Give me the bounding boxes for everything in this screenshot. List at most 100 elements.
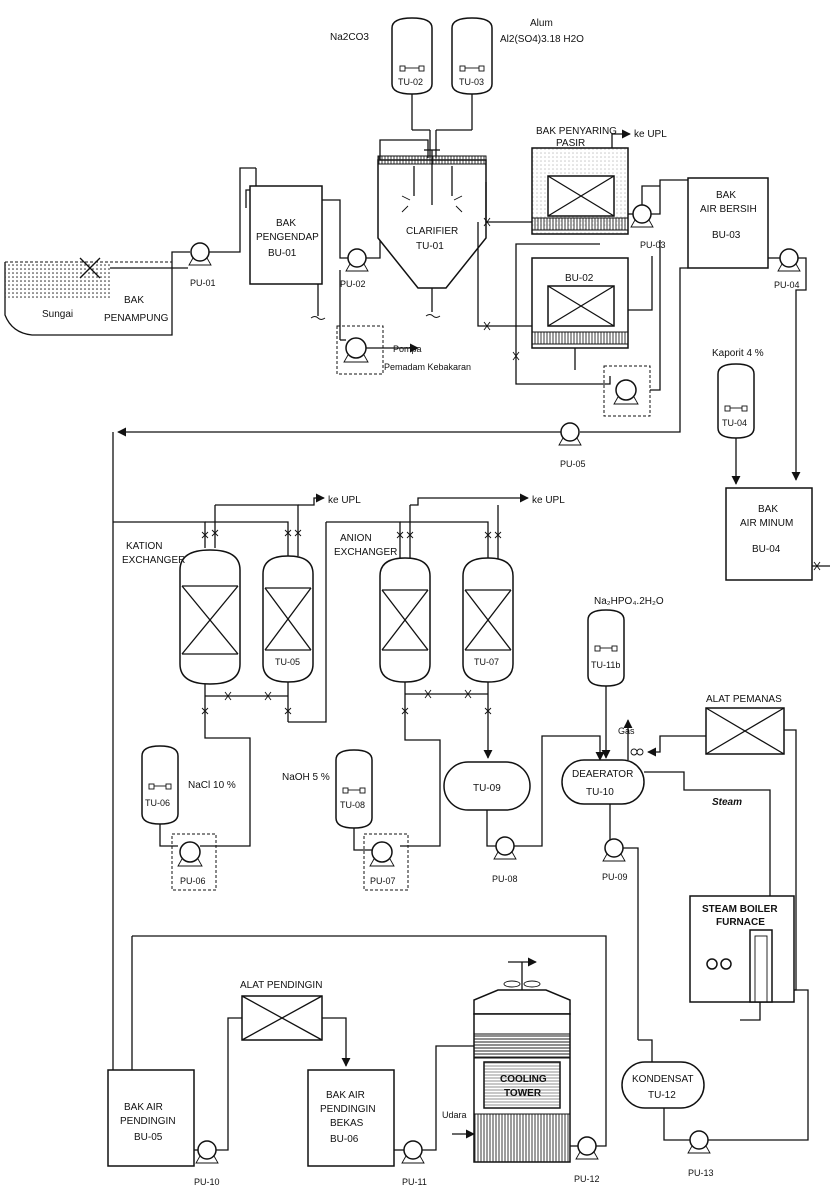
pu08-label: PU-08 [492,874,518,884]
alum-label: Alum [530,18,553,29]
bak-penampung-label-2: PENAMPUNG [104,313,169,324]
bak-air-pendingin-bu05 [107,1069,195,1167]
cooling-label: COOLING [500,1074,547,1085]
naoh-label: NaOH 5 % [282,772,330,783]
bak-air-minum-label-3: BU-04 [752,544,781,555]
pump-pu09 [602,804,639,1040]
pump-pu08 [486,735,605,860]
ke-upl-label-1: ke UPL [634,129,667,140]
bak-penyaring-label: BAK PENYARING [536,126,617,137]
deaerator-label-2: TU-10 [586,787,614,798]
pump-pu07 [363,833,409,891]
pu03-label: PU-03 [640,240,666,250]
anion-label: ANION [340,533,372,544]
bak-air-bersih-label-3: BU-03 [712,230,741,241]
pump-pu06 [171,833,217,891]
bak-bekas-label: BAK AIR [326,1090,365,1101]
tank-tu03 [435,17,493,158]
bak-bekas-label-3: BEKAS [330,1118,364,1129]
pump-pu11 [394,1045,474,1164]
cooling-label-2: TOWER [504,1088,542,1099]
pump-pu13 [663,989,809,1154]
tu06-label: TU-06 [145,798,170,808]
bak-air-pendingin-bekas-bu06 [307,1069,395,1167]
clarifier-tu01 [377,149,487,318]
bak-air-minum-label: BAK [758,504,778,515]
pu01-label: PU-01 [190,278,216,288]
pompa-label: Pompa [393,344,422,354]
pu07-label: PU-07 [370,876,396,886]
bak-air-minum-label-2: AIR MINUM [740,518,793,529]
tank-tu04 [717,363,755,485]
pu05-label: PU-05 [560,459,586,469]
tank-tu11b [587,609,625,759]
ke-upl-label-3: ke UPL [532,495,565,506]
tu03-label: TU-03 [459,77,484,87]
tank-tu06 [141,745,179,847]
pump-pu05 [117,422,582,446]
fire-pump [336,325,419,375]
steam-label: Steam [712,797,742,808]
bak-air-pendingin-label: BAK AIR [124,1102,163,1113]
sand-filter-bu02 [512,243,629,385]
bak-air-pendingin-label-2: PENDINGIN [120,1116,176,1127]
udara-label: Udara [442,1110,467,1120]
tank-tu08 [335,749,373,851]
alat-pendingin-label: ALAT PENDINGIN [240,980,322,991]
pompa-label-2: Pemadam Kebakaran [384,362,471,372]
alat-pemanas [647,707,797,991]
backwash-pump [603,240,661,417]
tu02-label: TU-02 [398,77,423,87]
alum-formula-label: Al2(SO4)3.18 H2O [500,34,584,45]
tu05-label: TU-05 [275,657,300,667]
kation-exchanger-vessel-1 [179,549,241,685]
pump-pu03 [628,179,688,311]
tank-tu02 [391,17,433,158]
gas-label: Gas [618,726,635,736]
pu02-label: PU-02 [340,279,366,289]
clarifier-label-2: TU-01 [416,241,444,252]
bak-air-bersih-label: BAK [716,190,736,201]
bak-penyaring-label-2: PASIR [556,138,585,149]
boiler-label: STEAM BOILER [702,904,778,915]
bak-bekas-label-4: BU-06 [330,1134,359,1145]
alat-pendingin [241,995,351,1067]
tu11b-label: TU-11b [591,660,620,670]
bak-air-bersih-bu03 [687,177,769,269]
kation-label: KATION [126,541,162,552]
bak-air-minum-bu04 [725,487,813,581]
tu07-label: TU-07 [474,657,499,667]
kation-exchanger-tu05 [262,555,314,683]
pu10-label: PU-10 [194,1177,220,1187]
clarifier-label: CLARIFIER [406,226,458,237]
ke-upl-label-2: ke UPL [328,495,361,506]
anion-exchanger-tu07 [462,557,514,683]
bak-penampung-label: BAK [124,295,144,306]
sungai-label: Sungai [42,309,73,320]
na2co3-label: Na2CO3 [330,32,369,43]
nahpo4-label: Na₂HPO₄.2H₂O [594,596,664,607]
tu08-label: TU-08 [340,800,365,810]
bak-air-bersih-label-2: AIR BERSIH [700,204,757,215]
bak-penyaring-pasir [531,129,631,235]
steam-boiler-furnace [689,895,795,1003]
kaporit-label: Kaporit 4 % [712,348,764,359]
pump-pu04 [768,248,807,481]
bak-pengendap-label-2: PENGENDAP [256,232,319,243]
pump-pu10 [194,1017,242,1164]
deaerator-tu10 [561,759,645,805]
boiler-label-2: FURNACE [716,917,765,928]
anion-label-2: EXCHANGER [334,547,397,558]
deaerator-label: DEAERATOR [572,769,633,780]
pump-pu01 [171,167,257,266]
anion-exchanger-vessel-1 [379,557,431,683]
cooling-tower [452,957,571,1163]
pu11-label: PU-11 [402,1177,427,1187]
kation-label-2: EXCHANGER [122,555,185,566]
bak-pengendap-label: BAK [276,218,296,229]
tu04-label: TU-04 [722,418,747,428]
alat-pemanas-label: ALAT PEMANAS [706,694,782,705]
bak-air-pendingin-label-3: BU-05 [134,1132,163,1143]
tu09-label: TU-09 [473,783,501,794]
kondensat-label-2: TU-12 [648,1090,676,1101]
